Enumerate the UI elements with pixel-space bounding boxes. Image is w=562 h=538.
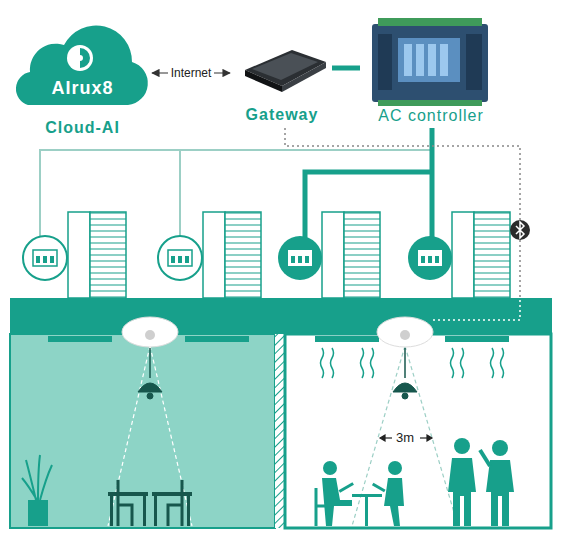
lamps <box>138 348 417 399</box>
node-title: AIrux8 <box>15 78 150 99</box>
right-room <box>285 334 551 528</box>
cloud-logo <box>67 45 93 71</box>
node-title: Gateway <box>232 106 332 124</box>
controller-node: AC controller <box>360 18 502 126</box>
occupancy-sensors <box>122 317 433 347</box>
cloud-node: AIrux8Cloud-AI <box>15 22 150 142</box>
unit-controllers <box>23 236 452 280</box>
plant-pot <box>28 500 48 526</box>
unit-housings <box>68 212 510 298</box>
node-title: AC controller <box>360 107 502 125</box>
node-subtitle: Cloud-AI <box>15 119 150 137</box>
bluetooth-icon <box>510 220 530 240</box>
detection-cone-right <box>352 346 458 526</box>
detection-cone <box>108 346 458 526</box>
gateway-device <box>245 50 326 92</box>
wireless-link-slab <box>430 300 520 320</box>
ac-controller-device <box>372 18 488 106</box>
wireless-link <box>285 128 520 320</box>
plant <box>22 455 52 500</box>
left-room <box>10 334 275 528</box>
airflow <box>321 348 504 378</box>
dimension-label: 3m <box>394 430 416 445</box>
link-line <box>332 66 360 71</box>
edge-label: Internet <box>168 66 215 80</box>
people <box>316 438 514 526</box>
desks <box>108 480 192 526</box>
ceiling-slab <box>10 298 552 334</box>
indoor-units <box>48 336 509 342</box>
gateway-node: Gateway <box>232 40 332 126</box>
